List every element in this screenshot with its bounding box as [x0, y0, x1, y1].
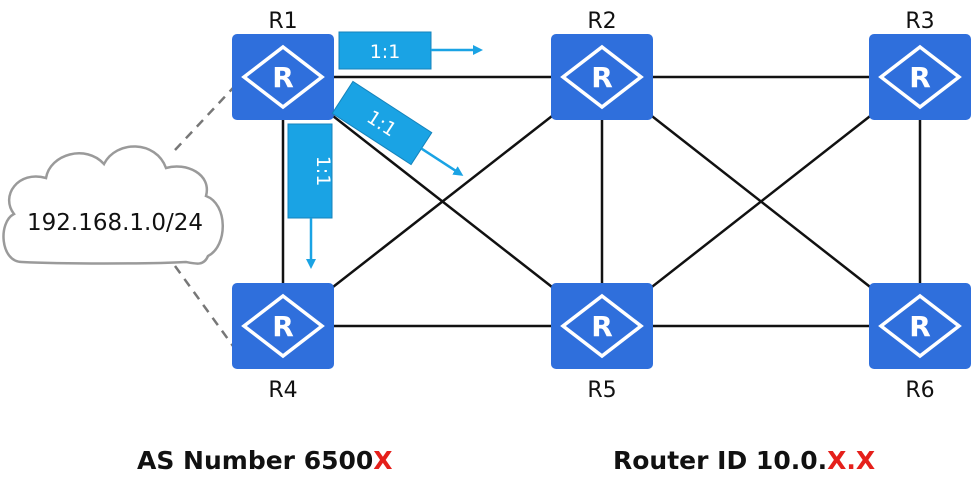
- router-id-dot: .: [846, 446, 856, 475]
- router-label-r2: R2: [587, 9, 616, 34]
- router-label-r1: R1: [268, 9, 297, 34]
- as-number-prefix: AS Number 6500: [137, 446, 373, 475]
- router-glyph: R: [272, 61, 294, 94]
- cloud-shape: [2, 145, 224, 265]
- traffic-flag-diagonal-arrow: [420, 147, 464, 176]
- link-r4-r2: [282, 76, 603, 327]
- router-glyph: R: [591, 310, 613, 343]
- router-id-variable-2: X: [856, 446, 875, 475]
- router-icon: R: [867, 281, 973, 371]
- router-label-r5: R5: [587, 378, 616, 403]
- router-r5: R R5: [549, 281, 655, 403]
- router-id-variable-1: X: [827, 446, 846, 475]
- router-r4: R R4: [230, 281, 336, 403]
- traffic-flag-right-label: 1:1: [370, 41, 401, 63]
- router-glyph: R: [591, 61, 613, 94]
- router-r2: R R2: [549, 9, 655, 122]
- router-r6: R R6: [867, 281, 973, 403]
- routers: R R1R R2R R3R R4 R R5 R R6: [230, 9, 973, 403]
- router-icon: R: [867, 32, 973, 122]
- traffic-flag-down-label: 1:1: [312, 156, 334, 187]
- router-icon: R: [230, 32, 336, 122]
- router-id-text: Router ID 10.0.X.X: [613, 446, 875, 475]
- router-glyph: R: [909, 61, 931, 94]
- as-number-variable: X: [373, 446, 392, 475]
- cloud-network-label: 192.168.1.0/24: [27, 210, 203, 236]
- router-icon: R: [230, 281, 336, 371]
- traffic-flag-diagonal: 1:1: [331, 80, 464, 176]
- traffic-flag-down: 1:1: [287, 123, 334, 269]
- link-r5-r3: [601, 76, 921, 327]
- router-icon: R: [549, 281, 655, 371]
- router-id-prefix: Router ID 10.0.: [613, 446, 827, 475]
- router-label-r6: R6: [905, 378, 934, 403]
- router-r3: R R3: [867, 9, 973, 122]
- traffic-flag-right: 1:1: [338, 31, 483, 70]
- router-glyph: R: [909, 310, 931, 343]
- router-icon: R: [549, 32, 655, 122]
- router-label-r4: R4: [268, 378, 297, 403]
- router-r1: R R1: [230, 9, 336, 122]
- as-number-text: AS Number 6500X: [137, 446, 393, 475]
- cloud-link-r4: [173, 265, 235, 347]
- router-glyph: R: [272, 310, 294, 343]
- router-label-r3: R3: [905, 9, 934, 34]
- cloud-link-r1: [174, 87, 234, 151]
